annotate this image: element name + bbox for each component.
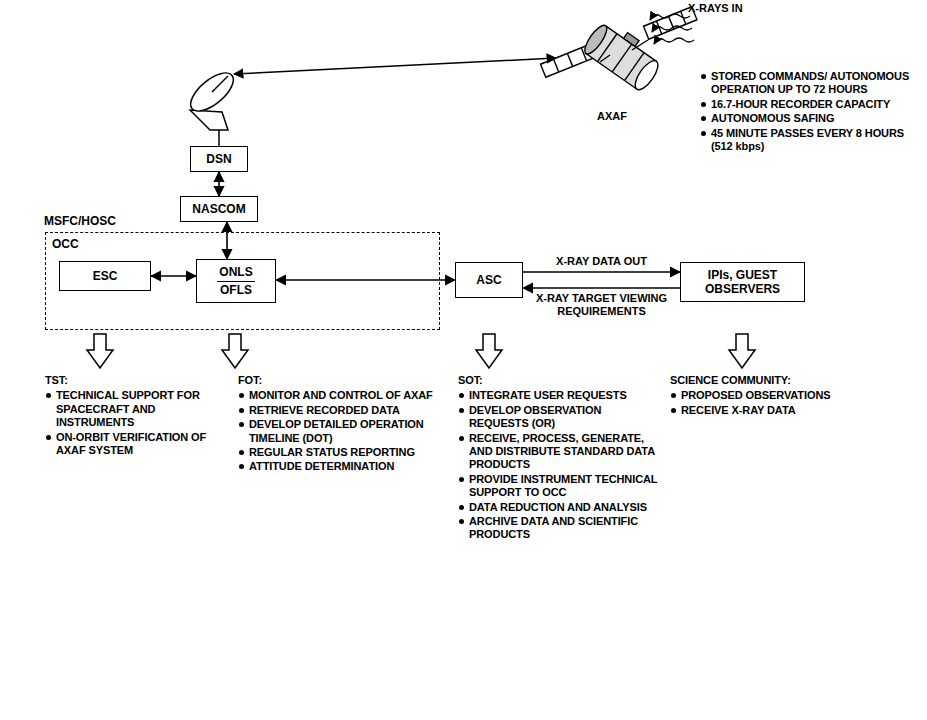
- bullet-note: RECEIVE, PROCESS, GENERATE, AND DISTRIBU…: [458, 432, 658, 472]
- observers-box: IPIs, GUEST OBSERVERS: [680, 262, 805, 302]
- flow-connector: [276, 279, 455, 281]
- xray-waves: [650, 14, 694, 44]
- bullet-note: 45 MINUTE PASSES EVERY 8 HOURS (512 kbps…: [700, 127, 915, 154]
- control-center-region: MSFC/HOSCOCCESCONLSOFLS: [45, 232, 440, 330]
- flow-connector: [151, 275, 196, 277]
- team-heading: SCIENCE COMMUNITY:: [670, 374, 840, 387]
- bullet-note: REGULAR STATUS REPORTING: [238, 446, 433, 459]
- bullet-note: RECEIVE X-RAY DATA: [670, 404, 840, 417]
- bullet-note: TECHNICAL SUPPORT FOR SPACECRAFT AND INS…: [45, 389, 225, 429]
- box-label: ASC: [476, 273, 501, 287]
- satellite-illustration: [541, 7, 697, 93]
- dish-antenna: [184, 66, 239, 146]
- bullet-note: 16.7-HOUR RECORDER CAPACITY: [700, 98, 915, 111]
- box-label: ESC: [93, 269, 118, 283]
- operations-box: ONLS OFLS: [196, 259, 276, 303]
- system-box: ESC: [59, 261, 151, 291]
- flow-connector: [218, 172, 220, 196]
- note-list: SCIENCE COMMUNITY: PROPOSED OBSERVATIONS R…: [670, 374, 840, 418]
- team-heading: TST:: [45, 374, 225, 387]
- bullet-note: DEVELOP DETAILED OPERATION TIMELINE (DOT…: [238, 418, 433, 445]
- box-label: OFLS: [220, 283, 252, 297]
- downlink-arrow: [234, 58, 556, 74]
- bullet-note: ARCHIVE DATA AND SCIENTIFIC PRODUCTS: [458, 515, 658, 542]
- spacecraft-name: AXAF: [597, 110, 627, 122]
- flow-connector: [523, 287, 680, 289]
- station-box: DSN: [190, 146, 248, 172]
- note-list: SOT: INTEGRATE USER REQUESTS DEVELOP OBSER…: [458, 374, 658, 543]
- xray-label: X-RAYS IN: [688, 2, 743, 14]
- science-center-box: ASC: [455, 262, 523, 298]
- team-heading: FOT:: [238, 374, 433, 387]
- note-list: FOT: MONITOR AND CONTROL OF AXAF RETRIEVE …: [238, 374, 433, 475]
- bullet-note: INTEGRATE USER REQUESTS: [458, 389, 658, 402]
- flow-connector: [226, 222, 228, 259]
- note-list: STORED COMMANDS/ AUTONOMOUS OPERATION UP…: [700, 70, 915, 154]
- flow-connector: [523, 271, 680, 273]
- bullet-note: RETRIEVE RECORDED DATA: [238, 404, 433, 417]
- team-heading: SOT:: [458, 374, 658, 387]
- bullet-note: PROPOSED OBSERVATIONS: [670, 389, 840, 402]
- bullet-note: MONITOR AND CONTROL OF AXAF: [238, 389, 433, 402]
- edge-label: X-RAY DATA OUT: [554, 255, 649, 268]
- region-label: MSFC/HOSC: [44, 214, 116, 228]
- bullet-note: DATA REDUCTION AND ANALYSIS: [458, 501, 658, 514]
- bullet-note: AUTONOMOUS SAFING: [700, 112, 915, 125]
- edge-label: X-RAY TARGET VIEWING REQUIREMENTS: [534, 292, 670, 318]
- box-label: ONLS: [217, 265, 254, 281]
- bullet-note: PROVIDE INSTRUMENT TECHNICAL SUPPORT TO …: [458, 473, 658, 500]
- bullet-note: ATTITUDE DETERMINATION: [238, 460, 433, 473]
- hollow-arrows: [87, 334, 755, 368]
- box-label: DSN: [206, 152, 231, 166]
- box-label: NASCOM: [192, 202, 245, 216]
- note-list: TST: TECHNICAL SUPPORT FOR SPACECRAFT AND…: [45, 374, 225, 458]
- network-box: NASCOM: [180, 196, 258, 222]
- bullet-note: STORED COMMANDS/ AUTONOMOUS OPERATION UP…: [700, 70, 915, 97]
- bullet-note: ON-ORBIT VERIFICATION OF AXAF SYSTEM: [45, 431, 225, 458]
- bullet-note: DEVELOP OBSERVATION REQUESTS (OR): [458, 404, 658, 431]
- box-label: IPIs, GUEST OBSERVERS: [687, 268, 798, 297]
- region-label: OCC: [52, 237, 79, 251]
